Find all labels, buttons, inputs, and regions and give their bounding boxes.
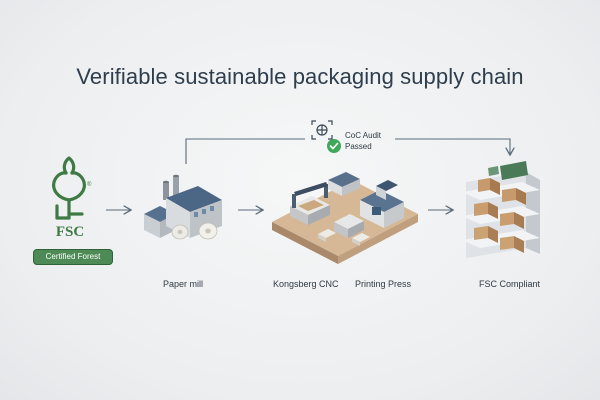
check-icon — [327, 139, 341, 153]
audit-line-1: CoC Audit — [345, 131, 382, 140]
stage-label-printing-press: Printing Press — [355, 279, 412, 289]
audit-path-left — [185, 138, 305, 164]
scan-audit-icon — [311, 120, 333, 140]
stage-label-fsc-compliant: FSC Compliant — [479, 279, 541, 289]
factory-floor-illustration — [272, 172, 418, 264]
fsc-logo-text: FSC — [56, 224, 84, 240]
fsc-tree-icon — [52, 156, 86, 220]
audit-line-2: Passed — [345, 142, 372, 151]
coc-audit-status: CoC Audit Passed — [345, 130, 381, 152]
audit-path-right — [395, 138, 510, 154]
certified-forest-badge: Certified Forest — [33, 249, 113, 265]
stage-label-kongsberg-cnc: Kongsberg CNC — [273, 279, 339, 289]
retail-shelf-illustration — [462, 161, 540, 258]
paper-mill-illustration — [144, 174, 222, 240]
stage-label-paper-mill: Paper mill — [163, 279, 204, 289]
fsc-trademark: ® — [87, 181, 92, 188]
diagram-title: Verifiable sustainable packaging supply … — [76, 64, 524, 89]
